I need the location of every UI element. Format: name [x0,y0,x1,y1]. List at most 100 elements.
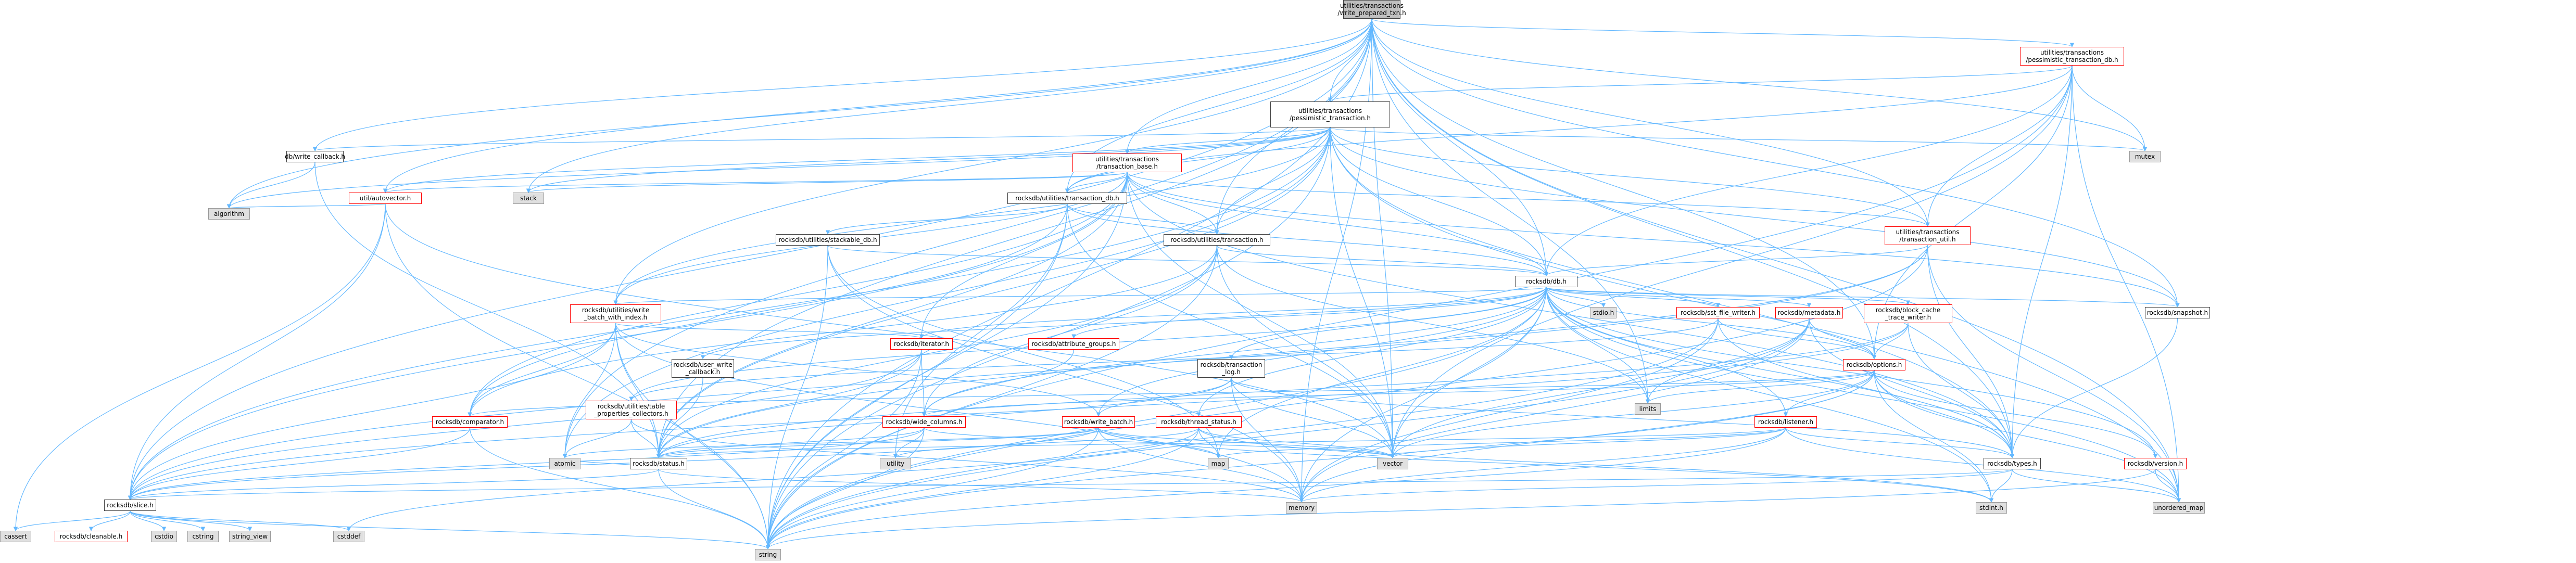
edge-pess-to-db [1330,127,1549,276]
node-box [2020,47,2124,66]
node-cleanable[interactable]: rocksdb/cleanable.h [55,531,128,542]
node-autovector[interactable]: util/autovector.h [349,193,422,204]
node-bc_tracer[interactable]: rocksdb/block_cache_trace_writer.h [1864,304,1952,323]
edge-listener-to-string [765,427,1786,549]
node-label: /transaction_base.h [1096,163,1158,170]
node-util_txn_db[interactable]: rocksdb/utilities/transaction_db.h [1007,193,1127,204]
edge-iterator-to-status [656,349,922,458]
node-metadata[interactable]: rocksdb/metadata.h [1775,307,1843,318]
edge-write_batch-to-vector [1098,427,1395,458]
node-utility: utility [880,458,911,469]
edge-pess-to-write_callback [313,127,1331,151]
edge-iterator-to-string [765,349,922,549]
node-limits: limits [1635,403,1661,415]
node-version[interactable]: rocksdb/version.h [2124,458,2187,469]
edge-pess_db-to-vector [1390,65,2073,458]
node-box [586,401,677,419]
edge-util_txn-to-comparator [468,245,1218,417]
node-label: string_view [232,533,268,540]
node-user_write_cb[interactable]: rocksdb/user_write_callback.h [672,359,734,378]
edge-txn_log-to-memory [1231,377,1304,503]
edge-options-to-unordered_map [1874,370,2181,503]
node-pess_db[interactable]: utilities/transactions/pessimistic_trans… [2020,47,2124,66]
edge-util_txn_db-to-string [765,203,1068,549]
edge-options-to-stdint [1874,370,1994,503]
node-label: rocksdb/write_batch.h [1064,418,1133,426]
edge-db-to-version [1546,287,2158,458]
node-status[interactable]: rocksdb/status.h [630,458,687,469]
node-label: /write_prepared_txn.h [1337,9,1406,17]
node-thread_status[interactable]: rocksdb/thread_status.h [1156,416,1242,428]
node-slice[interactable]: rocksdb/slice.h [104,500,156,511]
node-txn_util[interactable]: utilities/transactions/transaction_util.… [1885,226,1971,245]
node-box [2129,151,2161,162]
node-comparator[interactable]: rocksdb/comparator.h [432,416,508,428]
node-label: /transaction_util.h [1899,236,1955,243]
node-label: rocksdb/metadata.h [1778,309,1841,316]
node-box [1270,101,1390,127]
edge-options-to-types [1874,370,2015,458]
node-txn_base[interactable]: utilities/transactions/transaction_base.… [1072,153,1182,172]
node-box [672,359,734,378]
node-label: rocksdb/wide_columns.h [886,418,962,426]
node-label: _batch_with_index.h [584,314,648,321]
node-vector: vector [1377,458,1408,469]
node-label: algorithm [214,210,244,217]
node-label: rocksdb/utilities/transaction_db.h [1015,195,1119,202]
edge-util_txn_db-to-vector [1067,203,1395,458]
node-box [1028,338,1119,350]
node-attr_groups[interactable]: rocksdb/attribute_groups.h [1028,338,1119,350]
edge-types-to-unordered_map [2012,469,2181,503]
node-db[interactable]: rocksdb/db.h [1515,276,1577,287]
node-wide_columns[interactable]: rocksdb/wide_columns.h [882,416,966,428]
node-wbwi[interactable]: rocksdb/utilities/write_batch_with_index… [570,304,661,323]
node-iterator[interactable]: rocksdb/iterator.h [890,338,953,350]
edge-root-to-unordered_map [1371,18,2181,503]
edge-wbwi-to-string [615,323,771,549]
node-write_batch[interactable]: rocksdb/write_batch.h [1062,416,1135,428]
edge-util_txn_db-to-stackable [825,203,1068,235]
edge-options-to-version [1874,370,2158,458]
edge-types-to-memory [1299,469,2013,503]
edge-metadata-to-limits [1645,318,1810,404]
node-memory: memory [1286,502,1317,514]
node-box [570,304,661,323]
edge-wide_columns-to-string [765,427,925,549]
edge-autovector-to-vector [385,203,1395,458]
node-write_callback[interactable]: db/write_callback.h [285,151,345,162]
node-label: unordered_map [2154,504,2204,511]
edge-pess-to-algorithm [227,127,1331,209]
edge-wbwi-to-atomic [562,323,616,458]
edge-txn_base-to-txn_util [1127,172,1930,227]
node-box [55,531,128,542]
node-util_txn[interactable]: rocksdb/utilities/transaction.h [1164,234,1270,246]
edge-user_write_cb-to-status [656,377,703,458]
node-box [1676,307,1760,318]
edge-bc_tracer-to-slice [128,323,1909,500]
edge-autovector-to-cassert [13,203,386,531]
edge-root-to-algorithm [226,18,1372,209]
edge-root-to-memory [1299,18,1372,503]
edge-util_txn-to-vector [1216,245,1395,458]
node-root[interactable]: utilities/transactions/write_prepared_tx… [1337,0,1406,19]
node-table_props[interactable]: rocksdb/utilities/table_properties_colle… [586,401,677,419]
edge-status-to-string [658,469,771,549]
edge-pess-to-types [1330,127,2015,458]
node-snapshot[interactable]: rocksdb/snapshot.h [2145,307,2210,318]
node-label: rocksdb/utilities/transaction.h [1170,236,1263,244]
edge-db-to-bc_tracer [1546,287,1910,305]
node-types[interactable]: rocksdb/types.h [1984,458,2041,469]
node-label: mutex [2135,153,2155,160]
node-stackable[interactable]: rocksdb/utilities/stackable_db.h [776,234,880,246]
edge-db-to-attr_groups [1071,287,1547,339]
node-listener[interactable]: rocksdb/listener.h [1754,416,1817,428]
node-sst_writer[interactable]: rocksdb/sst_file_writer.h [1676,307,1760,318]
node-txn_log[interactable]: rocksdb/transaction_log.h [1197,359,1265,378]
node-box [432,416,508,428]
edge-util_txn-to-limits [1216,245,1650,404]
node-box [630,458,687,469]
node-pess[interactable]: utilities/transactions/pessimistic_trans… [1270,101,1390,127]
edge-pess_db-to-db [1544,65,2073,276]
node-options[interactable]: rocksdb/options.h [1843,359,1905,370]
